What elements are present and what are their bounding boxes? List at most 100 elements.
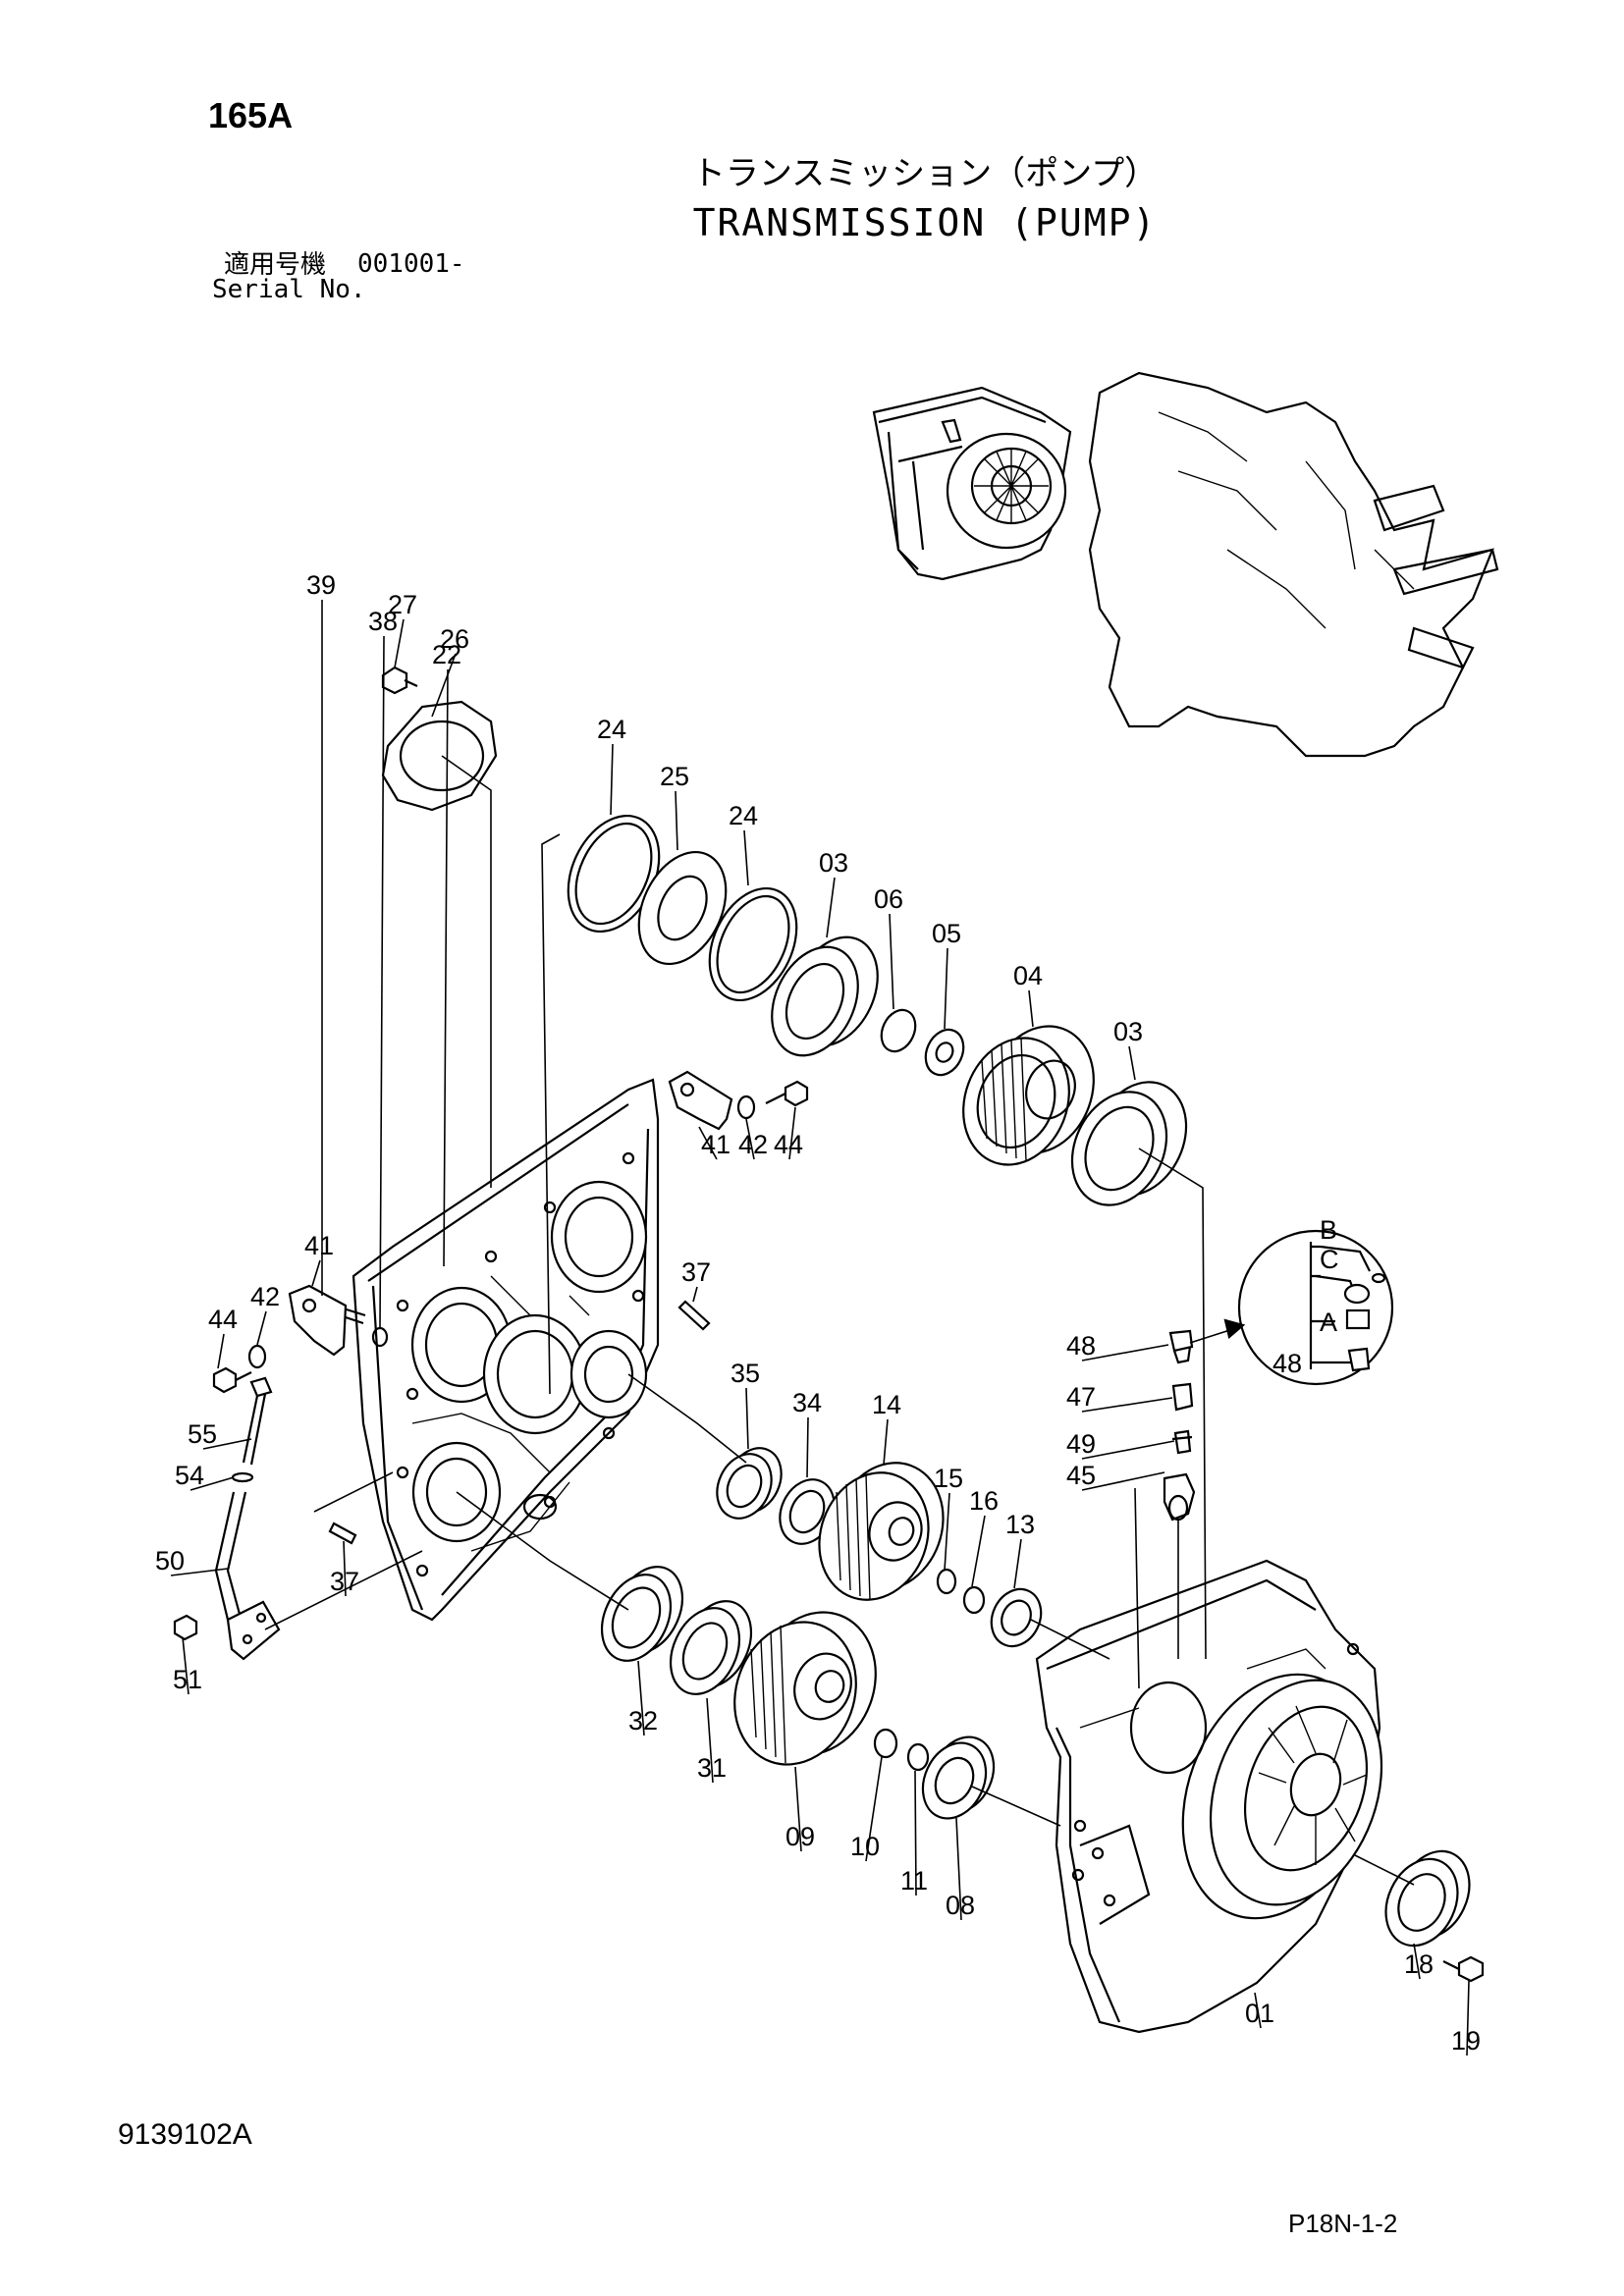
part-01-housing (1035, 1559, 1383, 2034)
part-54-o-ring (231, 1471, 254, 1483)
part-55-dipstick (242, 1376, 273, 1466)
part-03-bearing-a (771, 935, 879, 1057)
callout-08-40: 08 (946, 1817, 975, 1921)
callout-label: 45 (1066, 1461, 1096, 1490)
callout-leader-line (706, 1697, 714, 1784)
callout-label: 55 (188, 1419, 217, 1449)
callout-37-24: 37 (330, 1540, 359, 1597)
callout-label: 13 (1005, 1510, 1035, 1539)
serial-label-english: Serial No. (212, 275, 366, 304)
callout-label: 25 (660, 762, 689, 791)
callout-32-35: 32 (628, 1660, 658, 1736)
callout-leader-line (914, 1770, 917, 1896)
callout-51-23: 51 (173, 1636, 202, 1695)
callout-leader-line (944, 947, 948, 1030)
callout-leader-line (1081, 1471, 1165, 1491)
part-19-bolt (1442, 1955, 1485, 1983)
callout-leader-line (955, 1817, 962, 1921)
callout-label: 03 (1113, 1017, 1143, 1046)
callout-label: 05 (932, 919, 961, 948)
callout-03-9: 03 (1113, 1017, 1143, 1081)
callout-label: 31 (697, 1753, 727, 1783)
callout-10-38: 10 (850, 1756, 883, 1862)
part-26-cover (381, 700, 498, 812)
callout-16-29: 16 (969, 1486, 999, 1587)
callout-leader-line (343, 1540, 347, 1597)
part-18-seal-cover (1384, 1849, 1471, 1948)
serial-value: 001001- (357, 249, 465, 279)
part-50-guide-pipe (214, 1491, 281, 1661)
callout-label: 09 (785, 1822, 815, 1851)
part-47-nut (1171, 1382, 1194, 1412)
detail-label-48-3: 48 (1272, 1349, 1302, 1378)
callout-label: 42 (738, 1130, 768, 1159)
callout-label: 41 (304, 1231, 334, 1260)
callout-leader-line (944, 1492, 950, 1572)
callout-47-32: 47 (1066, 1382, 1173, 1413)
callout-05-7: 05 (932, 919, 961, 1030)
part-24-ring-b (708, 886, 798, 1002)
detail-label-a-2: A (1320, 1308, 1337, 1337)
callout-leader-line (675, 790, 678, 851)
sheet-reference: P18N-1-2 (1288, 2209, 1398, 2238)
part-10-washer (873, 1728, 898, 1759)
callout-leader-line (431, 653, 457, 718)
callout-44-15: 44 (208, 1305, 238, 1369)
part-49-fitting (1171, 1429, 1193, 1455)
callout-13-30: 13 (1005, 1510, 1035, 1589)
callout-leader-line (379, 635, 385, 1328)
callout-label: 47 (1066, 1382, 1096, 1412)
callout-54-21: 54 (175, 1461, 235, 1491)
part-16-snap-ring (962, 1585, 986, 1615)
callout-label: 08 (946, 1891, 975, 1920)
callout-01-41: 01 (1245, 1992, 1274, 2029)
callout-leader-line (971, 1515, 986, 1587)
callout-18-42: 18 (1404, 1943, 1434, 1980)
callout-leader-line (788, 1106, 796, 1160)
part-06-snap-ring (880, 1008, 917, 1053)
callout-label: 27 (388, 590, 417, 619)
callout-label: 42 (250, 1282, 280, 1311)
callout-label: 22 (432, 640, 461, 669)
part-11-snap-ring (906, 1742, 930, 1772)
callout-label: 16 (969, 1486, 999, 1516)
callout-label: 48 (1066, 1331, 1096, 1361)
callout-label: 34 (792, 1388, 822, 1417)
callout-35-25: 35 (731, 1359, 760, 1450)
callout-label: 15 (934, 1464, 963, 1493)
callout-22-12: 22 (432, 640, 461, 1267)
callout-leader-line (182, 1636, 189, 1695)
callout-42-18: 42 (738, 1118, 768, 1160)
callout-label: 51 (173, 1665, 202, 1694)
callout-leader-line (698, 1126, 718, 1160)
callout-leader-line (889, 913, 894, 1010)
callout-label: 38 (368, 607, 398, 636)
callout-label: 44 (774, 1130, 803, 1159)
part-41-bracket-upper (668, 1070, 733, 1131)
callout-label: 04 (1013, 961, 1043, 990)
callout-48-31: 48 (1066, 1331, 1169, 1362)
callout-50-22: 50 (155, 1546, 229, 1576)
callout-label: 54 (175, 1461, 204, 1490)
engine-overview-illustration (872, 371, 1499, 758)
callout-label: 32 (628, 1706, 658, 1735)
callout-42-14: 42 (250, 1282, 280, 1346)
part-31-bearing (669, 1600, 753, 1695)
callout-55-20: 55 (188, 1419, 252, 1450)
callout-leader-line (394, 618, 405, 668)
callout-label: 03 (819, 848, 848, 878)
callout-leader-line (1028, 989, 1034, 1028)
part-09-gear (733, 1611, 877, 1766)
callout-leader-line (692, 1286, 698, 1303)
callout-leader-line (311, 1259, 321, 1287)
callout-label: 18 (1404, 1949, 1434, 1979)
callout-leader-line (1413, 1943, 1421, 1980)
callout-leader-line (865, 1756, 883, 1862)
callout-26-1: 26 (431, 624, 469, 718)
drawing-number: 9139102A (118, 2118, 252, 2151)
callout-34-26: 34 (792, 1388, 822, 1478)
title-japanese: トランスミッション（ポンプ） (691, 155, 1159, 192)
